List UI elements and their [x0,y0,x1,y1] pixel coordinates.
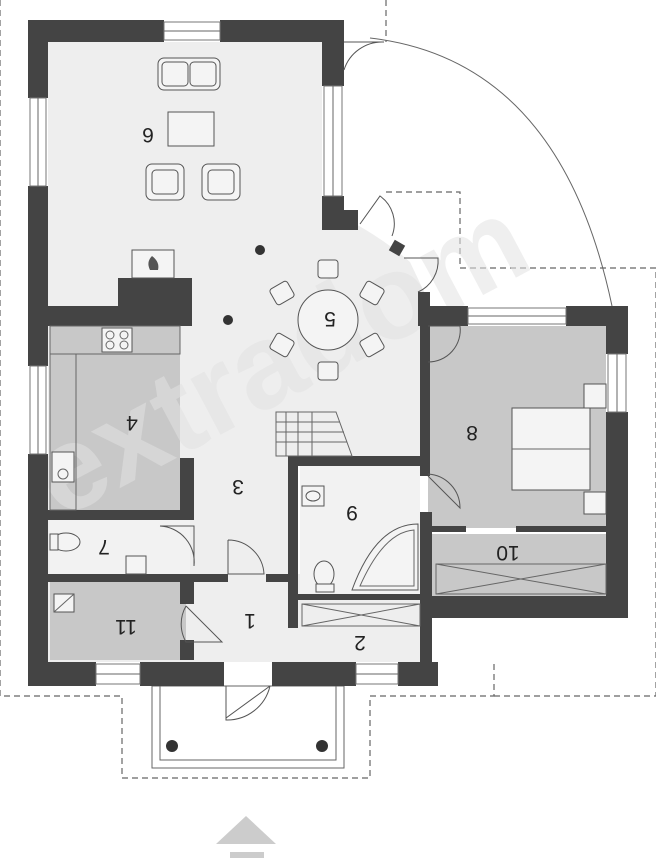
up-arrow-icon [216,816,276,858]
room-label-7: 7 [98,535,110,558]
room-label-11: 11 [115,615,137,638]
terrace [151,685,345,769]
room-labels: 6 5 4 8 3 9 7 10 1 11 2 [98,123,520,654]
terrace-post [166,740,178,752]
garden-arc [369,37,613,307]
wardrobe-floor [432,534,608,596]
kitchen-fixtures [49,325,181,511]
terrace-post [316,740,328,752]
windows [29,21,627,685]
wardrobe-shelves [301,563,607,627]
walls [28,20,628,686]
room-label-10: 10 [496,541,519,564]
room-label-2: 2 [354,631,366,654]
room-label-4: 4 [126,411,138,434]
terrace-inner [159,685,337,761]
stairs [275,411,353,457]
doors [159,41,461,721]
living-furniture [145,57,241,201]
wc-fixtures [49,532,147,575]
column [223,315,233,325]
room-label-5: 5 [324,307,336,330]
room-label-1: 1 [244,609,256,632]
fireplace [131,249,175,279]
room-label-8: 8 [466,421,478,444]
dining-table [269,259,385,381]
room-label-9: 9 [346,501,358,524]
bedroom-furniture [511,383,607,515]
floor-areas [48,42,608,769]
bathroom-fixtures [301,485,419,593]
room-label-6: 6 [142,123,154,146]
roof-outline [0,0,656,779]
column [255,245,265,255]
room-label-3: 3 [232,475,244,498]
